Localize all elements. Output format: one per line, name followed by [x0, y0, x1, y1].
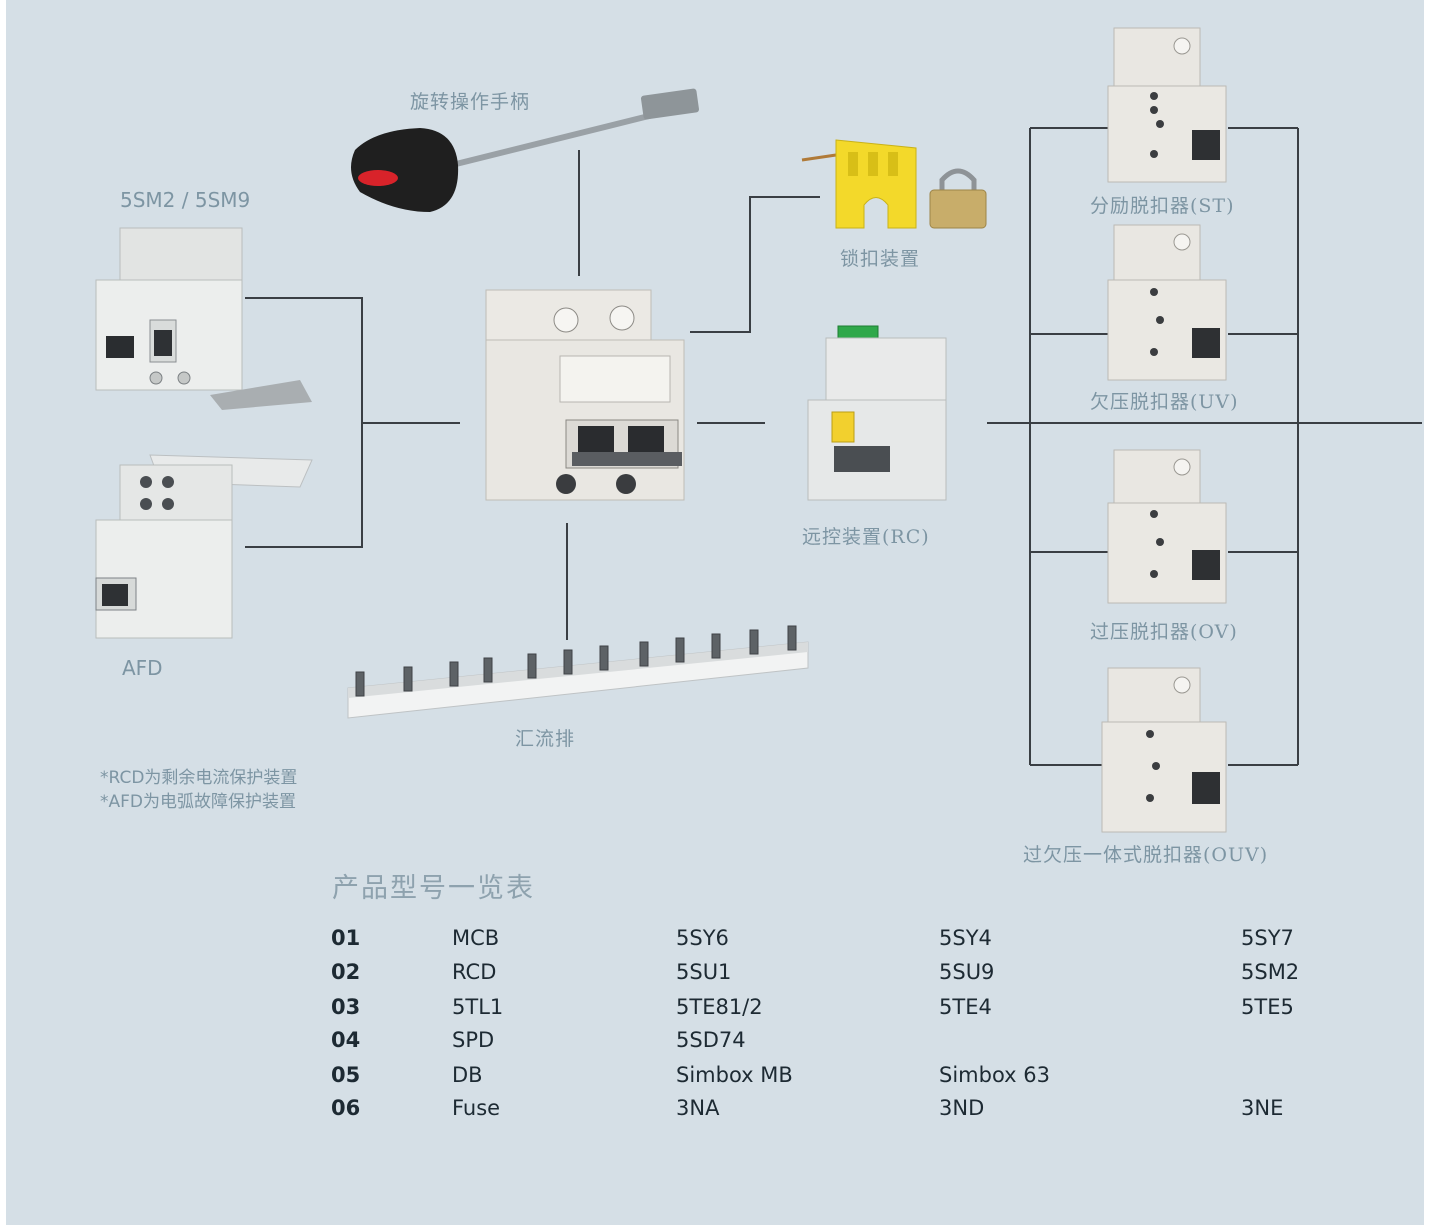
product-type: RCD — [452, 960, 497, 984]
model-col1: 3NA — [676, 1096, 720, 1120]
row-number: 04 — [331, 1028, 361, 1052]
row-number: 03 — [331, 995, 361, 1019]
over-under-voltage-release-image — [1101, 667, 1227, 833]
product-table-title: 产品型号一览表 — [332, 873, 535, 904]
label-undervoltage-release: 欠压脱扣器(UV) — [1090, 391, 1239, 413]
product-type: 5TL1 — [452, 995, 504, 1019]
model-col1: 5SU1 — [676, 960, 732, 984]
row-number: 01 — [331, 926, 361, 950]
product-type: DB — [452, 1063, 483, 1087]
busbar-image — [347, 625, 809, 719]
undervoltage-release-image — [1107, 224, 1227, 381]
rotary-handle-image — [351, 88, 700, 212]
label-afd-module: AFD — [122, 656, 163, 680]
label-rcd-module: 5SM2 / 5SM9 — [120, 188, 251, 212]
connector-lines — [245, 127, 1422, 766]
label-rotary-handle: 旋转操作手柄 — [410, 91, 531, 113]
rcd-module-image — [95, 227, 312, 410]
model-col3: 5SM2 — [1241, 960, 1300, 984]
row-number: 05 — [331, 1063, 361, 1087]
label-shunt-trip: 分励脱扣器(ST) — [1090, 195, 1235, 217]
label-lock-device: 锁扣装置 — [840, 248, 921, 270]
mcb-breaker-image — [485, 289, 685, 501]
model-col3: 5TE5 — [1241, 995, 1294, 1019]
note-rcd-definition: *RCD为剩余电流保护装置 — [100, 768, 298, 788]
lock-device-image — [801, 139, 987, 229]
model-col2: 5SY4 — [939, 926, 992, 950]
model-col1: 5TE81/2 — [676, 995, 763, 1019]
background-panel — [6, 0, 1424, 1225]
label-overvoltage-release: 过压脱扣器(OV) — [1090, 621, 1238, 643]
model-col1: Simbox MB — [676, 1063, 793, 1087]
row-number: 06 — [331, 1096, 361, 1120]
model-col2: 5SU9 — [939, 960, 995, 984]
label-remote-control: 远控装置(RC) — [802, 526, 930, 548]
model-col2: 3ND — [939, 1096, 985, 1120]
note-afd-definition: *AFD为电弧故障保护装置 — [100, 792, 296, 812]
remote-control-image — [807, 325, 947, 501]
model-col1: 5SY6 — [676, 926, 729, 950]
model-col1: 5SD74 — [676, 1028, 746, 1052]
label-over-under-voltage-release: 过欠压一体式脱扣器(OUV) — [1023, 844, 1269, 866]
product-type: Fuse — [452, 1096, 501, 1120]
label-busbar: 汇流排 — [515, 728, 576, 750]
model-col3: 3NE — [1241, 1096, 1284, 1120]
row-number: 02 — [331, 960, 361, 984]
product-type: MCB — [452, 926, 500, 950]
product-type: SPD — [452, 1028, 495, 1052]
model-col2: Simbox 63 — [939, 1063, 1050, 1087]
overvoltage-release-image — [1107, 449, 1227, 604]
afd-module-image — [95, 454, 313, 639]
model-col2: 5TE4 — [939, 995, 992, 1019]
shunt-trip-image — [1107, 27, 1227, 183]
model-col3: 5SY7 — [1241, 926, 1294, 950]
